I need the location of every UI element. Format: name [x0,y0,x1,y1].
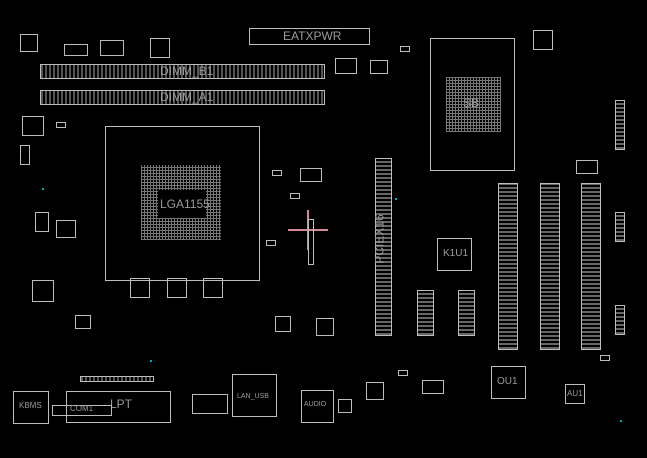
component[interactable] [20,145,30,165]
component[interactable] [56,220,76,238]
com1-label: COM1 [70,404,94,413]
component[interactable] [370,60,388,74]
dimm-b1-label: DIMM_B1 [160,64,214,78]
header-right-3[interactable] [615,305,625,335]
cpu-socket-outline[interactable] [105,126,260,281]
pcie-x16-slot[interactable] [375,158,392,336]
sb-label: SB [463,96,480,110]
component[interactable] [32,280,54,302]
smd-part[interactable] [290,193,300,199]
via [395,198,397,200]
pcie-slot-1[interactable] [498,183,518,350]
pcie-slot-2[interactable] [540,183,560,350]
component[interactable] [338,399,352,413]
ou1-label: OU1 [497,376,518,387]
component[interactable] [35,212,49,232]
au1-chip[interactable] [565,384,585,404]
component[interactable] [167,278,187,298]
component[interactable] [203,278,223,298]
smd-part[interactable] [398,370,408,376]
header-right[interactable] [615,100,625,150]
k1u1-label: K1U1 [443,248,469,259]
dimm-a1-slot[interactable] [40,90,325,105]
pin-header[interactable] [80,376,154,382]
pcie-label: PCIEX16 [372,214,387,264]
au1-label: AU1 [567,389,583,398]
usb-connector[interactable] [192,394,228,414]
cpu-socket-label: LGA1155 [160,197,210,211]
component[interactable] [576,160,598,174]
audio-label: AUDIO [304,401,327,408]
dimm-a1-label: DIMM_A1 [160,90,214,104]
chipset-pins [446,77,501,132]
component[interactable] [335,58,357,74]
component[interactable] [130,278,150,298]
smd-part[interactable] [266,240,276,246]
component[interactable] [300,168,322,182]
component[interactable] [22,116,44,136]
component[interactable] [150,38,170,58]
com1-connector[interactable] [52,405,112,416]
pcie-slot-3[interactable] [581,183,601,350]
component[interactable] [316,318,334,336]
audio-connector[interactable] [301,390,334,423]
component[interactable] [533,30,553,50]
component[interactable] [308,219,314,265]
component[interactable] [64,44,88,56]
component[interactable] [422,380,444,394]
kbms-connector[interactable] [13,391,49,424]
k1u1-chip[interactable] [437,238,472,271]
eatxpwr-connector[interactable] [249,28,370,45]
via [42,188,44,190]
ou1-chip[interactable] [491,366,526,399]
lan-usb-connector[interactable] [232,374,277,417]
eatxpwr-label: EATXPWR [283,29,342,43]
header-1[interactable] [417,290,434,336]
lpt-label: LPT [110,397,133,411]
smd-part[interactable] [272,170,282,176]
kbms-label: KBMS [19,401,42,410]
component[interactable] [75,315,91,329]
smd-part[interactable] [400,46,410,52]
dimm-b1-slot[interactable] [40,64,325,79]
via [620,420,622,422]
chipset-outline[interactable] [430,38,515,171]
lpt-connector[interactable] [66,391,171,423]
component[interactable] [275,316,291,332]
via [150,360,152,362]
header-right-2[interactable] [615,212,625,242]
component[interactable] [20,34,38,52]
component[interactable] [366,382,384,400]
lan-usb-label: LAN_USB [237,393,269,400]
smd-part[interactable] [600,355,610,361]
component[interactable] [100,40,124,56]
header-2[interactable] [458,290,475,336]
smd-part[interactable] [56,122,66,128]
